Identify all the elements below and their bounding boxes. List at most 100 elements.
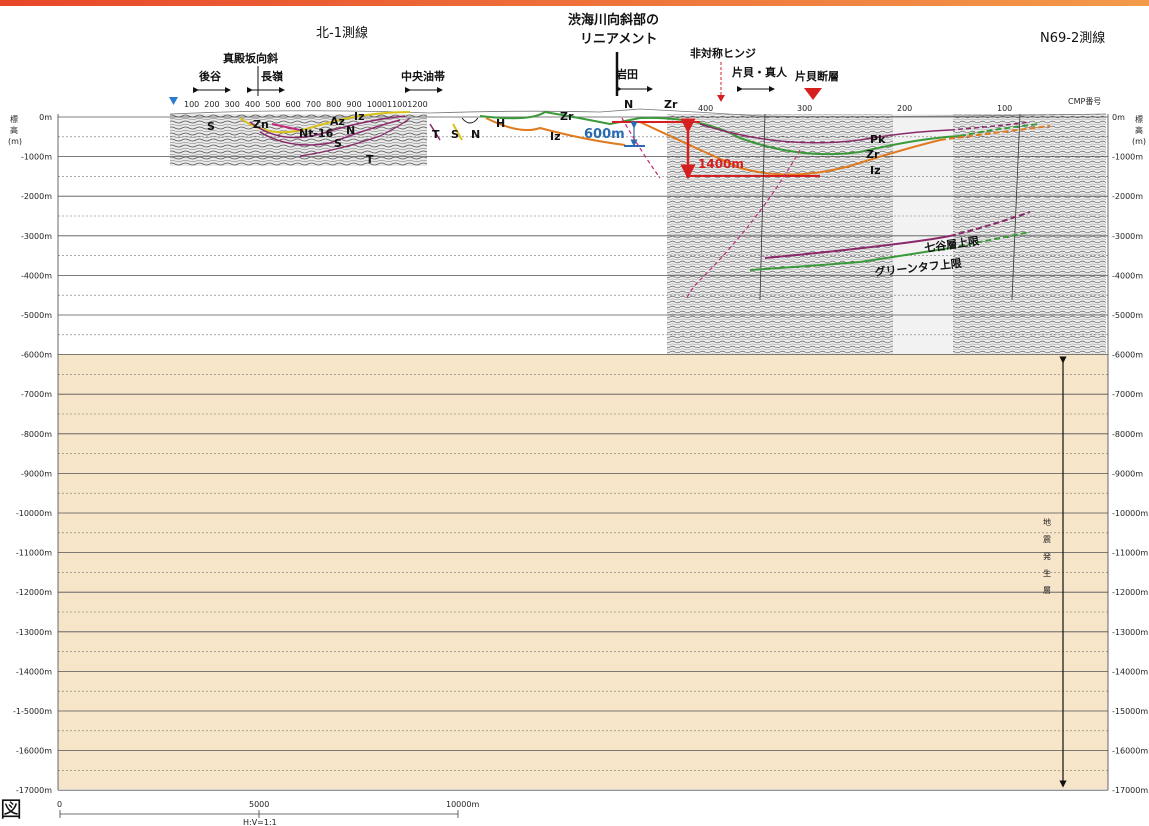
right-axis-title-3: (m) (1132, 137, 1146, 146)
katakai-mahito-label: 片貝・真人 (732, 65, 788, 79)
depth-label-left: -16000m (16, 747, 52, 756)
depth-label-right: -15000m (1112, 707, 1148, 716)
formation-iz-left: Iz (354, 110, 365, 123)
formation-zn: Zn (253, 118, 269, 131)
cmp-tick-left: 1000 (367, 100, 387, 109)
seismogenic-label-char: 震 (1043, 535, 1051, 544)
cmp-tick-left: 500 (265, 100, 280, 109)
depth-labels-right: 0m -1000m -2000m -3000m -4000m -5000m -6000m -7… (1112, 113, 1148, 795)
formation-nt16: Nt-16 (299, 127, 334, 140)
right-axis-title-1: 標 (1135, 114, 1143, 124)
tick-s-line (452, 123, 463, 141)
depth-label-left: -1000m (21, 153, 52, 162)
formation-n-left: N (346, 124, 355, 137)
cmp-tick-right: 400 (698, 104, 713, 113)
well-line-right (1011, 113, 1021, 301)
depth-label-right: -10000m (1112, 509, 1148, 518)
depth-label-left: -7000m (21, 390, 52, 399)
ground-surface-line (169, 108, 1107, 118)
chuo-oil-zone-label: 中央油帯 (401, 69, 445, 83)
horizon-zr (479, 110, 961, 156)
depth-label-left: -17000m (16, 786, 52, 795)
formation-iz-right: Iz (870, 164, 881, 177)
formation-s-2: S (334, 137, 342, 150)
formation-iz-mid: Iz (550, 130, 561, 143)
cmp-tick-right: 100 (997, 104, 1012, 113)
depth-label-right: -6000m (1112, 351, 1143, 360)
horizon-greentuff (749, 247, 951, 271)
seismic-panel-right (953, 114, 1106, 354)
cmp-tick-right: 300 (797, 104, 812, 113)
scale-label-zero: 0 (57, 800, 62, 809)
horizon-zr-dashed (959, 123, 1041, 137)
depth-labels-left: 0m-1000m-2000m-3000m-4000m-5000m-6000m-7… (13, 113, 52, 795)
depth-label-left: -2000m (21, 192, 52, 201)
right-line-title: N69-2測線 (1040, 30, 1105, 46)
cmp-tick-left: 800 (326, 100, 341, 109)
formation-az: Az (330, 115, 345, 128)
scale-ratio: H:V=1:1 (243, 818, 277, 826)
horizon-iz-dashed (939, 125, 1051, 141)
left-axis-title-2: 高 (10, 125, 18, 135)
depth-label-left: -1-5000m (13, 707, 52, 716)
formation-h: H (496, 117, 505, 130)
title-accent-bar (0, 0, 1149, 6)
seismic-gap (893, 114, 953, 354)
tick-t-line (429, 123, 441, 141)
cmp-tick-right: 200 (897, 104, 912, 113)
formation-t-mid: T (432, 128, 440, 141)
depth-label-left: -12000m (16, 588, 52, 597)
cmp-tick-left: 700 (306, 100, 321, 109)
horizon-magenta-left (271, 123, 301, 131)
formation-zr-mid: Zr (560, 110, 574, 123)
depth-label-right: -2000m (1112, 192, 1143, 201)
depth-label-right: -14000m (1112, 667, 1148, 676)
seismogenic-label-char: 発 (1043, 552, 1051, 561)
depth-label-left: -3000m (21, 232, 52, 241)
depth-label-right: -4000m (1112, 271, 1143, 280)
nagamine-label: 長嶺 (261, 69, 283, 83)
right-axis-title-2: 高 (1135, 125, 1143, 135)
offset-1400-label: 1400m (698, 157, 744, 171)
depth-label-left: -5000m (21, 311, 52, 320)
formation-s-mid: S (451, 128, 459, 141)
left-axis-title-3: (m) (8, 137, 22, 146)
seismogenic-label-char: 生 (1043, 568, 1051, 578)
depth-label-left: -13000m (16, 628, 52, 637)
depth-label-left: -14000m (16, 667, 52, 676)
depth-label-left: -8000m (21, 430, 52, 439)
formation-s-1: S (207, 120, 215, 133)
formation-n-center: N (624, 98, 633, 111)
cmp-tick-left: 400 (245, 100, 260, 109)
cmp-tick-left: 1200 (407, 100, 427, 109)
cmp-number-label: CMP番号 (1068, 96, 1101, 106)
horizon-nanatani (764, 235, 951, 259)
depth-label-right: -9000m (1112, 469, 1143, 478)
formation-n-mid: N (471, 128, 480, 141)
center-title-1: 渋海川向斜部の (568, 12, 659, 28)
start-marker-icon (169, 97, 178, 105)
depth-label-right: -3000m (1112, 232, 1143, 241)
center-title-2: リニアメント (580, 32, 657, 47)
depth-label-right: -16000m (1112, 747, 1148, 756)
depth-label-left: -4000m (21, 271, 52, 280)
depth-label-right: 0m (1112, 113, 1125, 122)
horizon-iz (485, 117, 626, 146)
horizon-nanatani-dashed (949, 211, 1031, 237)
formation-zr-top: Zr (664, 98, 678, 111)
asymmetric-hinge-label: 非対称ヒンジ (690, 46, 756, 60)
seismogenic-label-char: 層 (1043, 586, 1051, 595)
depth-label-right: -5000m (1112, 311, 1143, 320)
depth-label-right: -7000m (1112, 390, 1143, 399)
horizon-deep-left (299, 117, 411, 157)
lineament-fault-dashed (621, 117, 661, 179)
formation-pk: Pk (870, 133, 886, 146)
ushirodani-label: 後谷 (199, 69, 222, 83)
depth-label-right: -12000m (1112, 588, 1148, 597)
depth-label-left: -11000m (16, 549, 52, 558)
edge-character: 図 (0, 798, 22, 823)
depth-label-right: -1000m (1112, 153, 1143, 162)
